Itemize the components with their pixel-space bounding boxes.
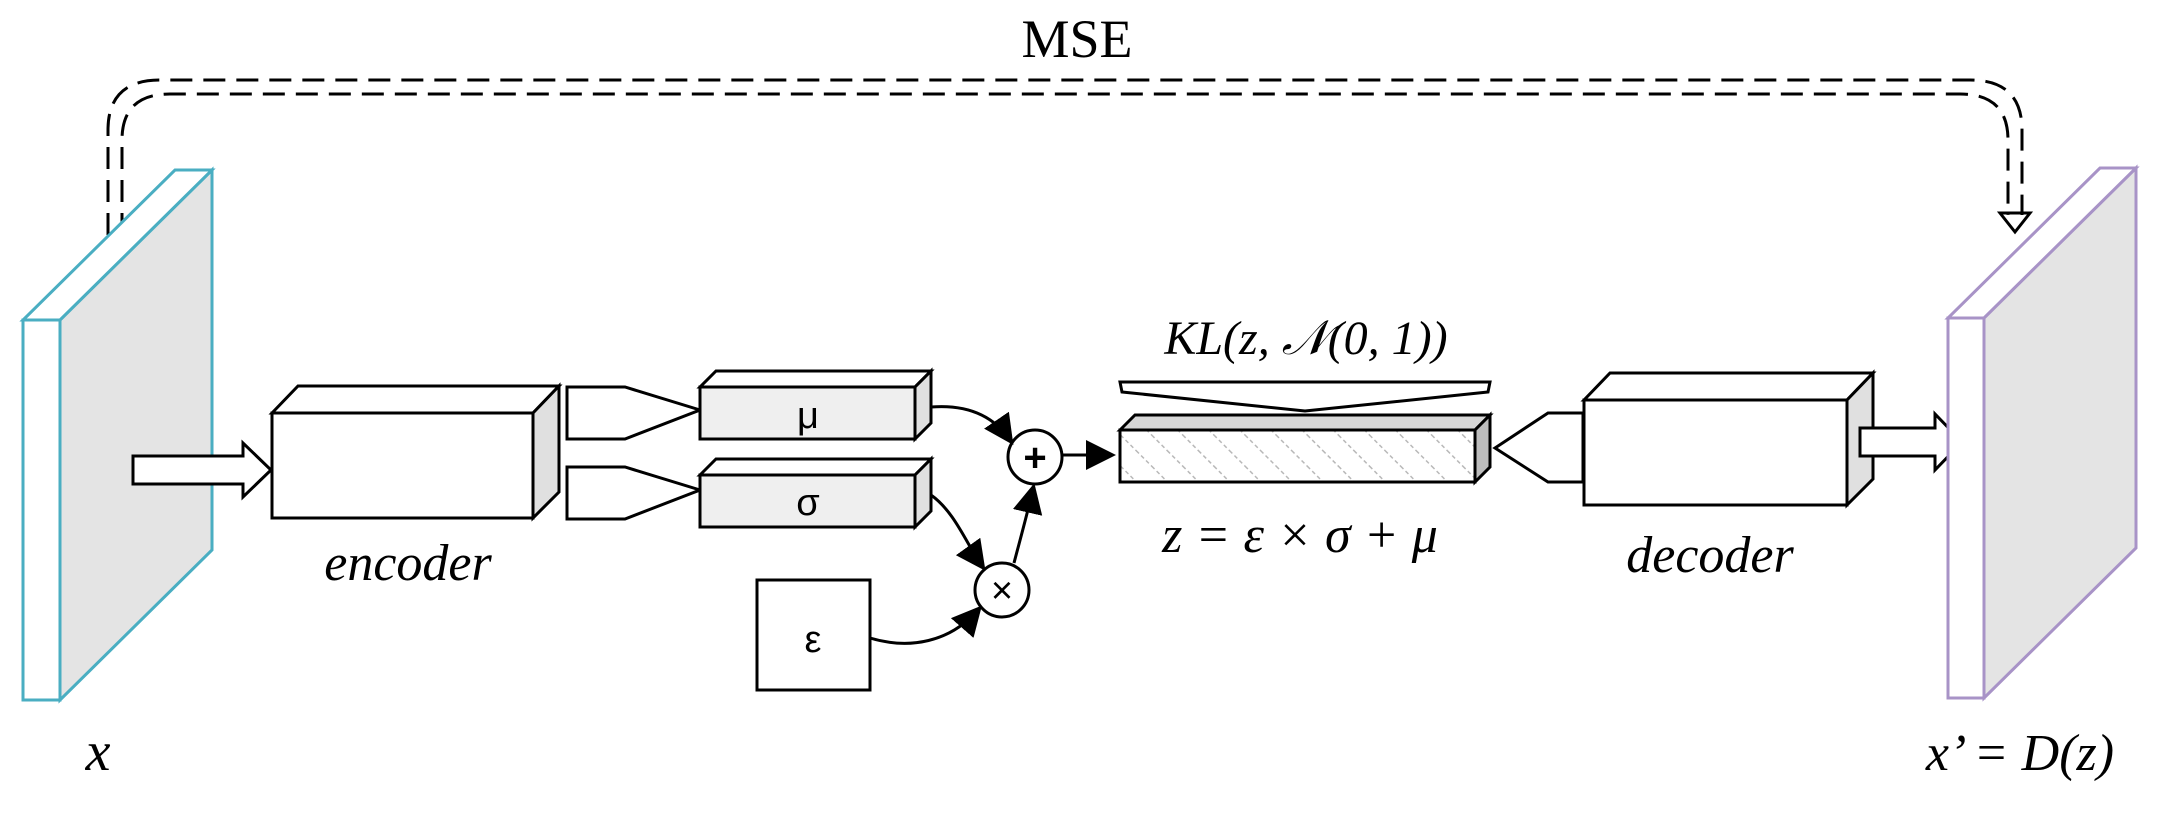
mse-label: MSE (1021, 9, 1132, 69)
sigma-box (696, 455, 935, 531)
kl-label: KL(z, 𝒩(0, 1)) (1163, 312, 1447, 365)
circle-times-icon: × (973, 561, 1031, 619)
decoder-funnel (1492, 411, 1585, 484)
decoder-label: decoder (1626, 527, 1794, 584)
times-symbol: × (991, 570, 1013, 612)
circle-plus-icon: + (1006, 428, 1064, 486)
latent-z-bar (1116, 411, 1494, 486)
input-label: x (85, 721, 111, 783)
sigma-label: σ (796, 482, 819, 524)
epsilon-label: ε (805, 619, 822, 661)
encoder-box (268, 382, 563, 522)
mse-arrow-tails (108, 211, 2034, 237)
output-label: x’ = D(z) (1925, 725, 2114, 782)
kl-bracket (1118, 380, 1492, 413)
mse-loss-arrow (106, 78, 2024, 235)
mu-label: μ (797, 395, 819, 437)
epsilon-box (755, 578, 872, 692)
z-equation: z = ε × σ + μ (1161, 507, 1438, 564)
mu-funnel (565, 385, 705, 441)
output-panel (1944, 164, 2140, 702)
input-block-arrow (131, 439, 274, 501)
mu-box (696, 367, 935, 443)
plus-symbol: + (1023, 436, 1046, 480)
input-panel (19, 166, 216, 704)
decoder-box (1580, 369, 1877, 509)
encoder-label: encoder (324, 535, 492, 592)
sigma-funnel (565, 465, 705, 521)
flow-arrows (869, 405, 1116, 645)
